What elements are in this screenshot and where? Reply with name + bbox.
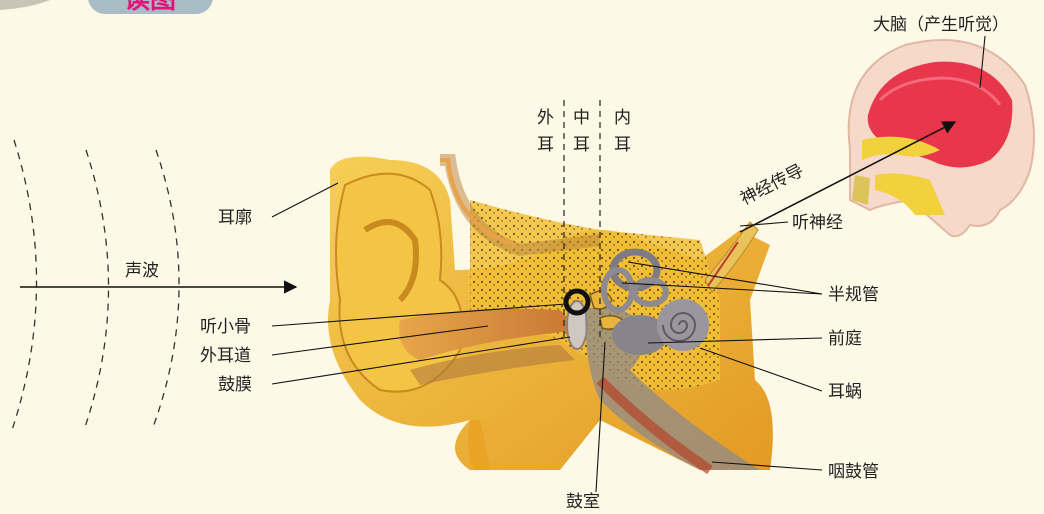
head-illustration [849, 40, 1034, 236]
region-labels: 外 耳 中 耳 内 耳 [537, 108, 631, 155]
label-brain: 大脑（产生听觉） [873, 15, 1009, 35]
region-outer-1: 外 [537, 108, 554, 128]
label-ossicles: 听小骨 [200, 317, 251, 337]
corner-tab-text: 读图 [124, 0, 176, 15]
region-inner-2: 耳 [614, 135, 631, 155]
label-tympanic-cavity: 鼓室 [566, 492, 600, 512]
label-eardrum: 鼓膜 [218, 375, 252, 395]
label-semicircular-canals: 半规管 [828, 285, 879, 305]
label-vestibule: 前庭 [828, 329, 862, 349]
label-pinna: 耳廓 [218, 208, 252, 228]
label-sound-wave: 声波 [125, 261, 159, 281]
label-cochlea: 耳蜗 [828, 382, 862, 402]
region-middle-2: 耳 [573, 135, 590, 155]
region-middle-1: 中 [573, 108, 590, 128]
region-outer-2: 耳 [537, 135, 554, 155]
region-inner-1: 内 [614, 108, 631, 128]
label-ear-canal: 外耳道 [200, 346, 251, 366]
corner-tab: 读图 [0, 0, 213, 15]
sound-waves [12, 140, 179, 430]
ear-illustration [328, 157, 773, 470]
label-eustachian-tube: 咽鼓管 [828, 462, 879, 482]
label-nerve-conduction: 神经传导 [737, 161, 807, 210]
label-auditory-nerve: 听神经 [792, 213, 843, 233]
